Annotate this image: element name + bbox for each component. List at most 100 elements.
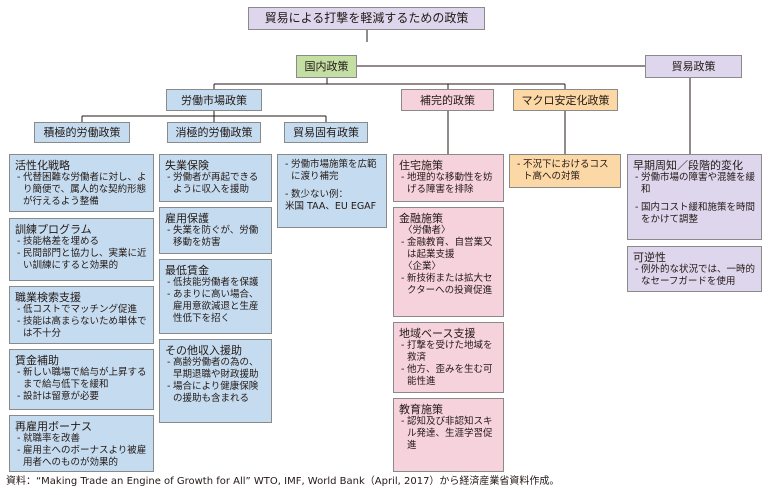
panel-item: -民間部門と協力し、実業に近い訓練にすると効果的	[17, 248, 147, 271]
panel-item: -代替困難な労働者に対し、より簡便で、属人的な契約形態が行えるよう整備	[17, 172, 147, 207]
bullet-dash: -	[635, 172, 639, 183]
policy-panel: 金融施策〈労働者〉-金融教育、自営業又は起業支援〈企業〉-新技術または拡大セクタ…	[393, 207, 504, 317]
macro-policy-box: マクロ安定化政策	[513, 89, 618, 111]
panel-item: -高齢労働者の為の、早期退職や財政援助	[167, 357, 259, 380]
bullet-dash: -	[17, 316, 21, 327]
bullet-dash: -	[285, 159, 289, 170]
policy-panel: 職業検索支援-低コストでマッチング促進-技能は高まらないため単体では不十分	[9, 286, 154, 344]
bullet-dash: -	[167, 357, 171, 368]
bullet-dash: -	[17, 367, 21, 378]
policy-panel: 賃金補助-新しい職場で給与が上昇するまで給与低下を緩和-設計は留意が必要	[9, 349, 154, 410]
panel-item: -場合により健康保険の援助も含まれる	[167, 381, 259, 404]
bullet-dash: -	[401, 172, 405, 183]
panel-item: -低コストでマッチング促進	[17, 304, 138, 315]
policy-panel: -不況下におけるコスト高への対策	[509, 154, 621, 188]
panel-title: 再雇用ボーナス	[15, 420, 92, 433]
panel-title: その他収入援助	[165, 344, 242, 357]
policy-panel: 教育施策-認知及び非認知スキル発達、生涯学習促進	[393, 398, 504, 472]
panel-item: -他方、歪みを生む可能性進	[401, 364, 493, 387]
panel-item: -金融教育、自営業又は起業支援	[401, 237, 493, 260]
panel-title: 金融施策	[399, 212, 443, 225]
panel-title: 訓練プログラム	[15, 223, 92, 236]
policy-panel: 訓練プログラム-技能格差を埋める-民間部門と協力し、実業に近い訓練にすると効果的	[9, 218, 154, 281]
panel-title: 早期周知／段階的変化	[633, 159, 743, 172]
bullet-dash: -	[167, 172, 171, 183]
policy-panel: 可逆性-例外的な状況では、一時的なセーフガードを使用	[627, 246, 762, 292]
bullet-dash: -	[167, 289, 171, 300]
policy-panel: 地域ベース支援-打撃を受けた地域を救済-他方、歪みを生む可能性進	[393, 322, 504, 393]
panel-item: -低技能労働者を保護	[167, 277, 259, 288]
diagram-title: 貿易による打撃を軽減するための政策	[264, 11, 469, 25]
panel-item: -技能格差を埋める	[17, 236, 100, 247]
bullet-dash: -	[17, 391, 21, 402]
panel-item: -失業を防ぐが、労働移動を妨害	[167, 225, 259, 248]
bullet-dash: -	[17, 445, 21, 456]
bullet-dash: -	[401, 273, 405, 284]
bullet-dash: -	[17, 304, 21, 315]
panel-item: -設計は留意が必要	[17, 391, 100, 402]
bullet-dash: -	[517, 159, 521, 170]
panel-item: -数少ない例：	[285, 189, 349, 200]
policy-panel: 再雇用ボーナス-就職率を改善-雇用主へのボーナスより被雇用者へのものが効果的	[9, 415, 154, 472]
domestic-policy-box: 国内政策	[296, 55, 357, 78]
active-labor-policy-box: 積極的労働政策	[34, 122, 130, 143]
bullet-dash: -	[17, 172, 21, 183]
panel-title: 最低賃金	[165, 264, 209, 277]
active-labor-policy-label: 積極的労働政策	[43, 126, 121, 139]
trade-specific-policy-box: 貿易固有政策	[284, 122, 368, 143]
panel-item: -あまりに高い場合、雇用意欲減退と生産性低下を招く	[167, 289, 259, 324]
panel-item: -国内コスト緩和施策を時間をかけて調整	[635, 202, 756, 225]
panel-item: -不況下におけるコスト高への対策	[517, 159, 609, 182]
panel-title: 職業検索支援	[15, 291, 81, 304]
example-text: 米国 TAA、EU EGAF	[285, 201, 377, 212]
group-label: 〈労働者〉	[403, 225, 451, 236]
policy-panel: 住宅施策-地理的な移動性を妨げる障害を排除	[393, 154, 504, 202]
panel-title: 住宅施策	[399, 159, 443, 172]
panel-title: 教育施策	[399, 403, 443, 416]
passive-labor-policy-box: 消極的労働政策	[167, 122, 261, 143]
policy-panel: 最低賃金-低技能労働者を保護-あまりに高い場合、雇用意欲減退と生産性低下を招く	[159, 259, 272, 334]
bullet-dash: -	[17, 433, 21, 444]
panel-item: -打撃を受けた地域を救済	[401, 340, 493, 363]
group-label: 〈企業〉	[403, 261, 442, 272]
labor-market-policy-label: 労働市場政策	[181, 93, 247, 107]
panel-item: -就職率を改善	[17, 433, 81, 444]
bullet-dash: -	[17, 236, 21, 247]
bullet-dash: -	[401, 364, 405, 375]
bullet-dash: -	[167, 277, 171, 288]
bullet-dash: -	[635, 202, 639, 213]
trade-policy-box: 貿易政策	[645, 55, 742, 78]
panel-item: -技能は高まらないため単体では不十分	[17, 316, 147, 339]
bullet-dash: -	[635, 264, 639, 275]
panel-title: 可逆性	[633, 251, 666, 264]
trade-specific-policy-label: 貿易固有政策	[293, 126, 359, 139]
trade-policy-label: 貿易政策	[671, 60, 716, 73]
panel-title: 雇用保護	[165, 212, 209, 225]
panel-item: -例外的な状況では、一時的なセーフガードを使用	[635, 264, 756, 287]
complementary-policy-box: 補完的政策	[401, 89, 494, 111]
bullet-dash: -	[401, 237, 405, 248]
panel-item: -新しい職場で給与が上昇するまで給与低下を緩和	[17, 367, 147, 390]
panel-item: -労働市場施策を広範に渡り補完	[285, 159, 377, 182]
panel-title: 賃金補助	[15, 354, 59, 367]
labor-market-policy-box: 労働市場政策	[166, 89, 262, 111]
macro-policy-label: マクロ安定化政策	[521, 93, 610, 107]
bullet-dash: -	[401, 416, 405, 427]
passive-labor-policy-label: 消極的労働政策	[175, 126, 253, 139]
panel-item: -労働者が再起できるように収入を援助	[167, 172, 259, 195]
policy-panel: その他収入援助-高齢労働者の為の、早期退職や財政援助-場合により健康保険の援助も…	[159, 339, 272, 423]
policy-panel: 早期周知／段階的変化-労働市場の障害や混雑を緩和 -国内コスト緩和施策を時間をかけ…	[627, 154, 762, 240]
complementary-policy-label: 補完的政策	[420, 93, 475, 107]
domestic-policy-label: 国内政策	[304, 60, 349, 73]
policy-panel: 活性化戦略-代替困難な労働者に対し、より簡便で、属人的な契約形態が行えるよう整備	[9, 154, 154, 212]
policy-panel: 雇用保護-失業を防ぐが、労働移動を妨害	[159, 207, 272, 254]
panel-title: 活性化戦略	[15, 159, 70, 172]
bullet-dash: -	[285, 189, 289, 200]
panel-item: -労働市場の障害や混雑を緩和	[635, 172, 756, 195]
panel-item: -新技術または拡大セクターへの投資促進	[401, 273, 493, 296]
panel-title: 地域ベース支援	[399, 327, 476, 340]
panel-item: -地理的な移動性を妨げる障害を排除	[401, 172, 493, 195]
bullet-dash: -	[167, 225, 171, 236]
policy-panel: -労働市場施策を広範に渡り補完 -数少ない例：米国 TAA、EU EGAF	[277, 154, 387, 228]
